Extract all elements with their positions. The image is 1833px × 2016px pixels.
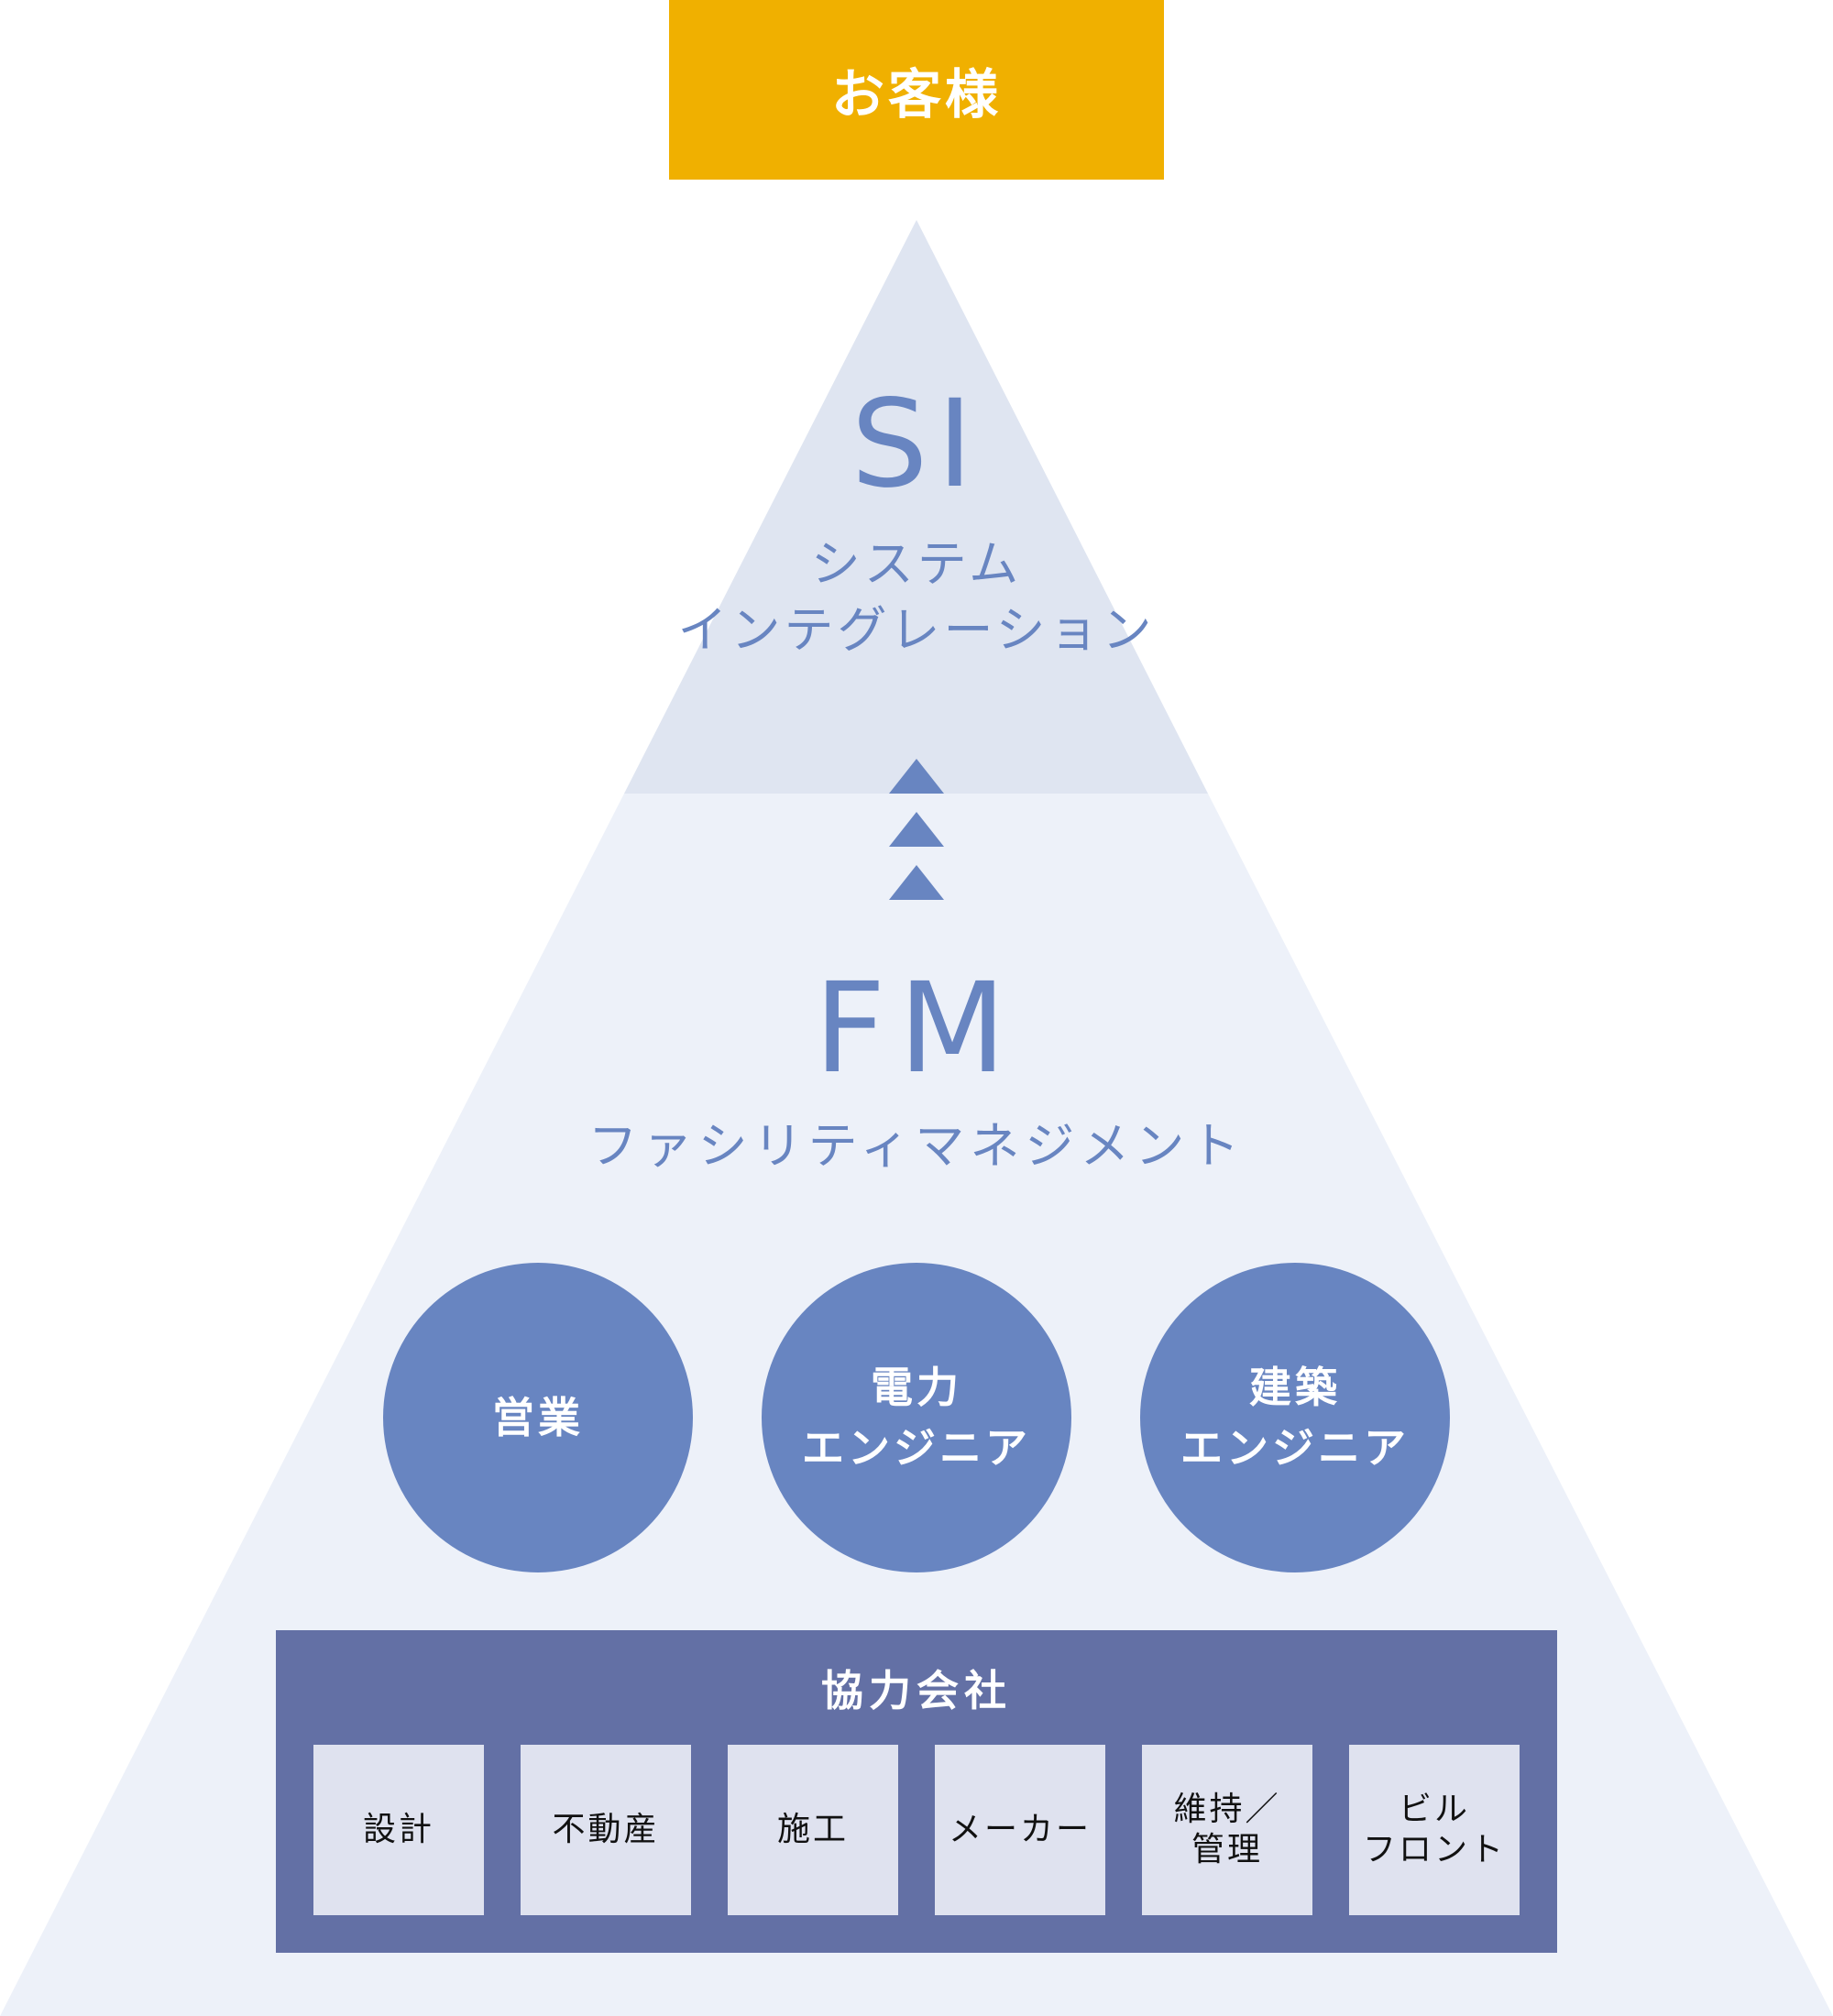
customer-label: お客様 (830, 63, 1002, 126)
team-circle-architectural-engineer: 建築 エンジニア (1140, 1263, 1450, 1572)
si-subtitle: システム インテグレーション (0, 531, 1833, 663)
partner-label: 維持／ (1173, 1791, 1281, 1828)
partner-tile-building-front: ビル フロント (1349, 1745, 1520, 1915)
partner-label: メーカー (948, 1811, 1092, 1848)
partner-label: 設計 (362, 1811, 434, 1848)
team-label: 電力 (871, 1363, 962, 1412)
partner-tile-manufacturer: メーカー (935, 1745, 1105, 1915)
customer-box: お客様 (669, 0, 1164, 180)
si-layer (624, 220, 1208, 794)
triangle-up-icon (889, 812, 944, 847)
partner-companies-box: 協力会社 設計 不動産 施工 メーカー 維持／ 管理 ビル フロント (276, 1630, 1557, 1953)
fm-title: FM (814, 957, 1019, 1101)
partner-label: フロント (1362, 1831, 1506, 1868)
partner-label: ビル (1398, 1791, 1470, 1828)
partner-label: 管理 (1191, 1831, 1263, 1868)
partner-tile-real-estate: 不動産 (521, 1745, 691, 1915)
team-label: エンジニア (802, 1423, 1031, 1473)
triangle-up-icon (889, 865, 944, 900)
partner-tile-maintenance: 維持／ 管理 (1142, 1745, 1312, 1915)
partner-label: 不動産 (552, 1811, 660, 1848)
team-circle-sales: 営業 (383, 1263, 693, 1572)
si-subtitle-line: インテグレーション (677, 601, 1156, 659)
partner-tile-construction: 施工 (728, 1745, 898, 1915)
si-subtitle-line: システム (810, 535, 1023, 593)
team-label: 建築 (1249, 1363, 1341, 1412)
si-title: SI (851, 374, 982, 515)
partner-tile-design: 設計 (313, 1745, 484, 1915)
triangle-up-icon (889, 759, 944, 794)
partner-label: 施工 (776, 1811, 849, 1848)
partners-title: 協力会社 (821, 1666, 1012, 1715)
fm-subtitle: ファシリティマネジメント (587, 1117, 1246, 1175)
team-label: 営業 (492, 1393, 584, 1442)
team-circle-electrical-engineer: 電力 エンジニア (762, 1263, 1071, 1572)
team-label: エンジニア (1180, 1423, 1410, 1473)
